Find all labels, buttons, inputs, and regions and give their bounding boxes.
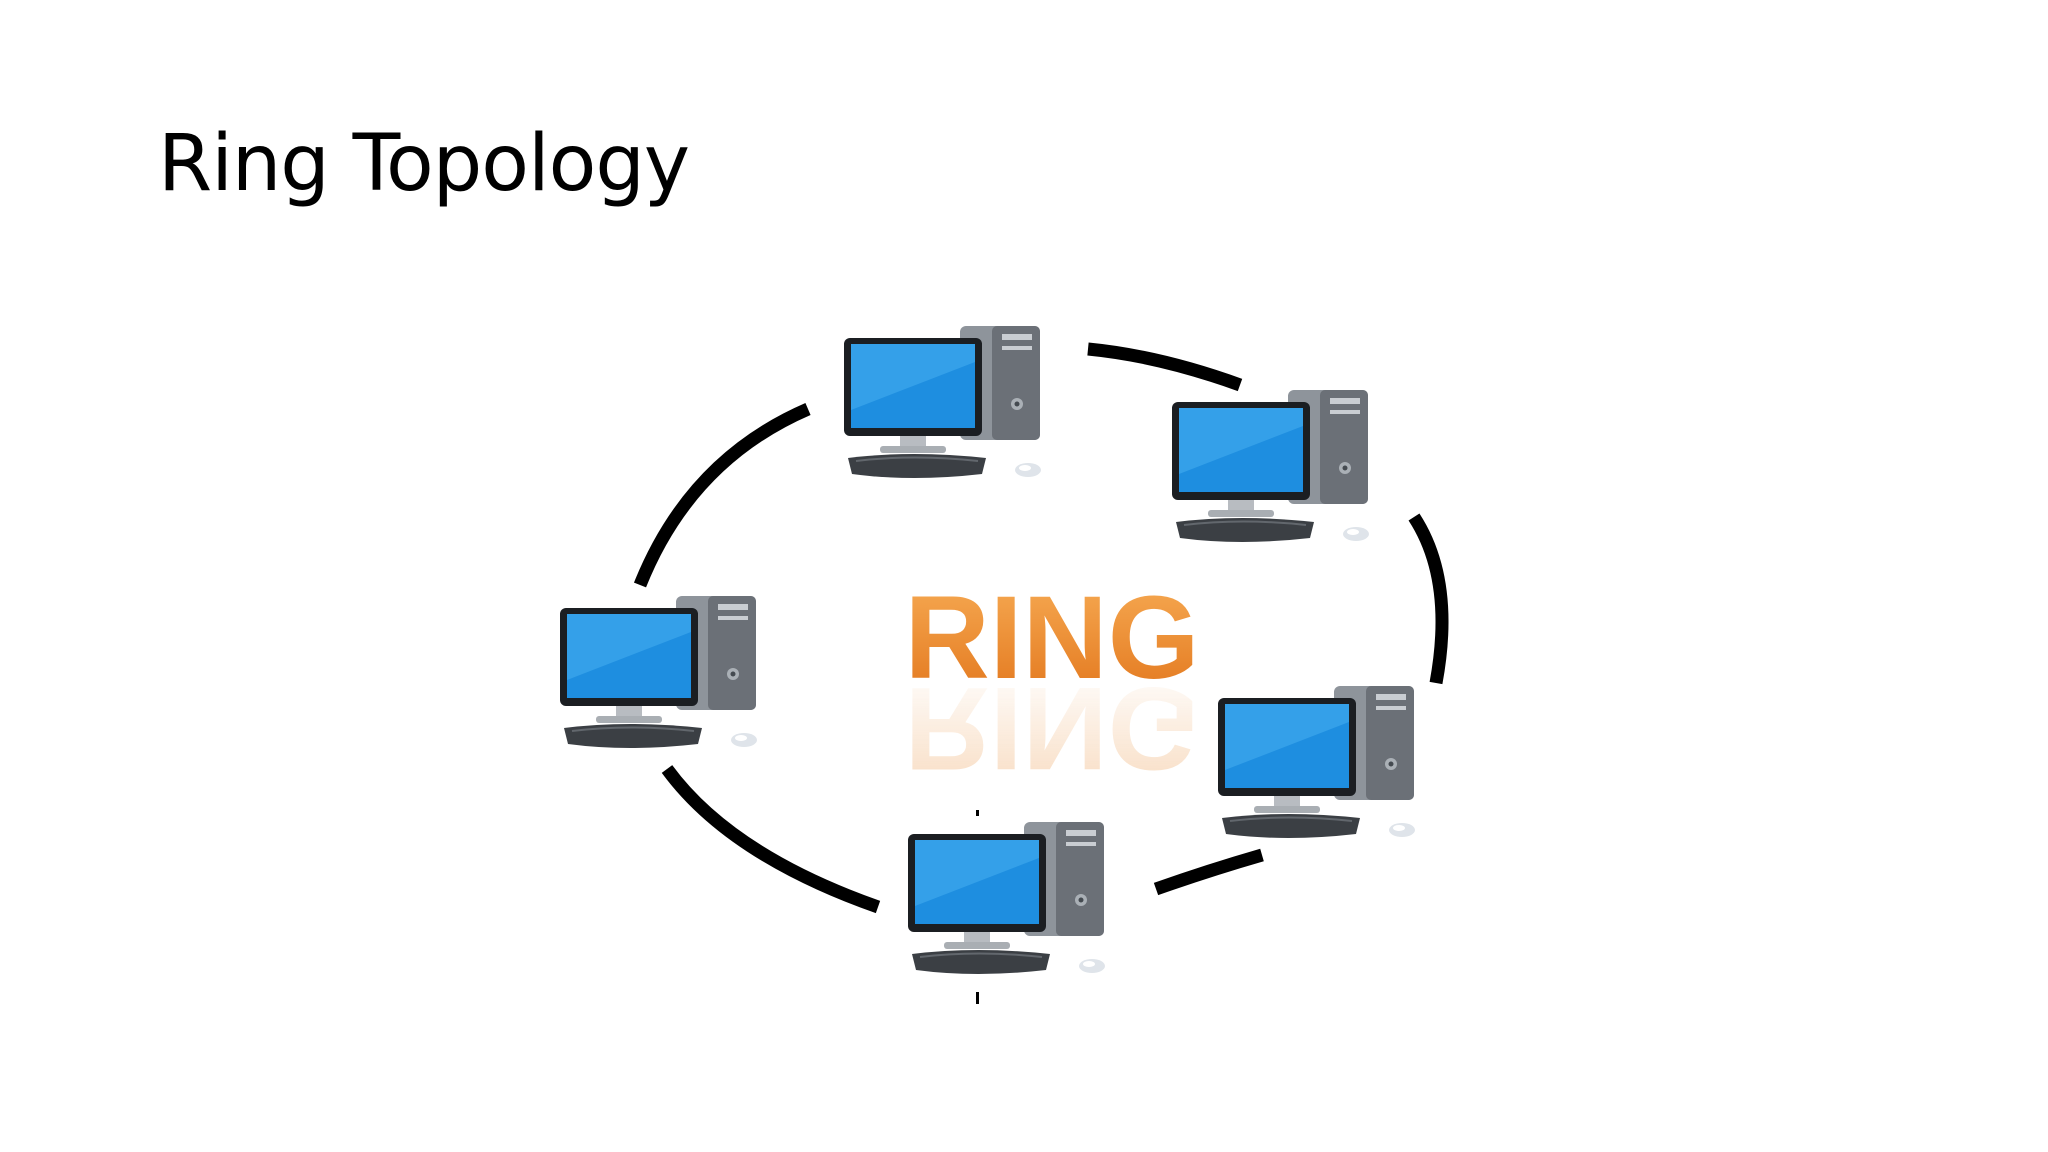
center-label-reflection: RING: [905, 662, 1200, 794]
computer-node-bottom-right-icon: [1217, 685, 1416, 839]
computer-node-left-icon: [559, 595, 758, 749]
ring-tick-mark: [976, 810, 979, 816]
ring-segment-left: [633, 403, 811, 588]
computer-node-bottom-icon: [907, 821, 1106, 975]
ring-segment-bottom-right: [1153, 848, 1264, 896]
center-label: RING: [905, 572, 1200, 704]
ring-segment-bottom-left: [661, 765, 881, 914]
center-label-group: RING RING: [905, 572, 1200, 794]
computer-node-top-icon: [843, 325, 1042, 479]
computer-node-top-right-icon: [1171, 389, 1370, 543]
ring-cable: [633, 342, 1449, 914]
ring-tick-mark: [976, 992, 979, 1004]
ring-segment-top-right: [1087, 342, 1243, 392]
ring-segment-right: [1408, 513, 1449, 685]
slide-title: Ring Topology: [158, 119, 690, 209]
